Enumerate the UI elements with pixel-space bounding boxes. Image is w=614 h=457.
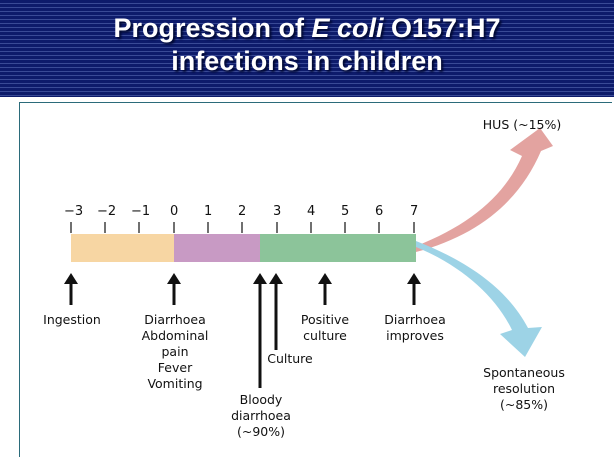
title-line-1: Progression of E coli O157:H7: [0, 12, 614, 45]
title-organism: E coli: [311, 13, 384, 43]
tick-label: 0: [170, 204, 179, 219]
positive-culture-label: Positive culture: [294, 312, 356, 344]
tick-label: 7: [410, 204, 419, 219]
resolution-arrow: [416, 241, 542, 357]
label-line: Spontaneous: [483, 365, 565, 380]
ingestion-label: Ingestion: [43, 312, 101, 327]
label-line: culture: [303, 328, 347, 343]
label-line: diarrhoea: [231, 408, 291, 423]
title-strain: O157:H7: [383, 13, 501, 43]
diarrhoea-arrowhead: [167, 273, 181, 284]
culture-arrowhead: [269, 273, 283, 284]
bloody-diarrhoea-arrowhead: [253, 273, 267, 284]
early-symptoms-segment: [174, 234, 260, 262]
diarrhoea-improves-label: Diarrhoea improves: [378, 312, 452, 344]
slide-title: Progression of E coli O157:H7 infections…: [0, 12, 614, 78]
label-line: Vomiting: [147, 376, 203, 391]
label-line: improves: [386, 328, 444, 343]
label-line: Abdominal: [141, 328, 209, 343]
incubation-segment: [71, 234, 174, 262]
diarrhoea-symptoms-label: Diarrhoea Abdominal pain Fever Vomiting: [130, 312, 220, 392]
resolution-label: Spontaneous resolution (~85%): [472, 365, 576, 413]
tick-label: −2: [97, 204, 117, 219]
hus-label: HUS (~15%): [482, 117, 562, 132]
label-line: (~90%): [236, 424, 285, 439]
later-course-segment: [260, 234, 416, 262]
hus-arrow: [416, 128, 553, 252]
label-line: Diarrhoea: [144, 312, 206, 327]
bloody-diarrhoea-label: Bloody diarrhoea (~90%): [226, 392, 296, 440]
label-line: pain: [161, 344, 189, 359]
ingestion-arrowhead: [64, 273, 78, 284]
positive-culture-arrowhead: [318, 273, 332, 284]
tick-label: −3: [64, 204, 84, 219]
label-line: Bloody: [239, 392, 283, 407]
label-line: Positive: [300, 312, 350, 327]
tick-label: 5: [341, 204, 350, 219]
tick-marks: [70, 222, 415, 233]
title-text-start: Progression of: [113, 13, 312, 43]
tick-label: 2: [238, 204, 247, 219]
tick-label: 6: [375, 204, 384, 219]
culture-label: Culture: [267, 351, 313, 366]
diarrhoea-improves-arrowhead: [407, 273, 421, 284]
title-banner: Progression of E coli O157:H7 infections…: [0, 0, 614, 97]
label-line: (~85%): [499, 397, 548, 412]
label-line: Diarrhoea: [384, 312, 446, 327]
tick-label: −1: [131, 204, 151, 219]
tick-label: 3: [273, 204, 282, 219]
title-line-2: infections in children: [171, 46, 443, 76]
tick-label: 4: [307, 204, 316, 219]
label-line: Fever: [157, 360, 193, 375]
diagram-panel: [19, 102, 612, 457]
label-line: resolution: [492, 381, 556, 396]
tick-label: 1: [204, 204, 213, 219]
